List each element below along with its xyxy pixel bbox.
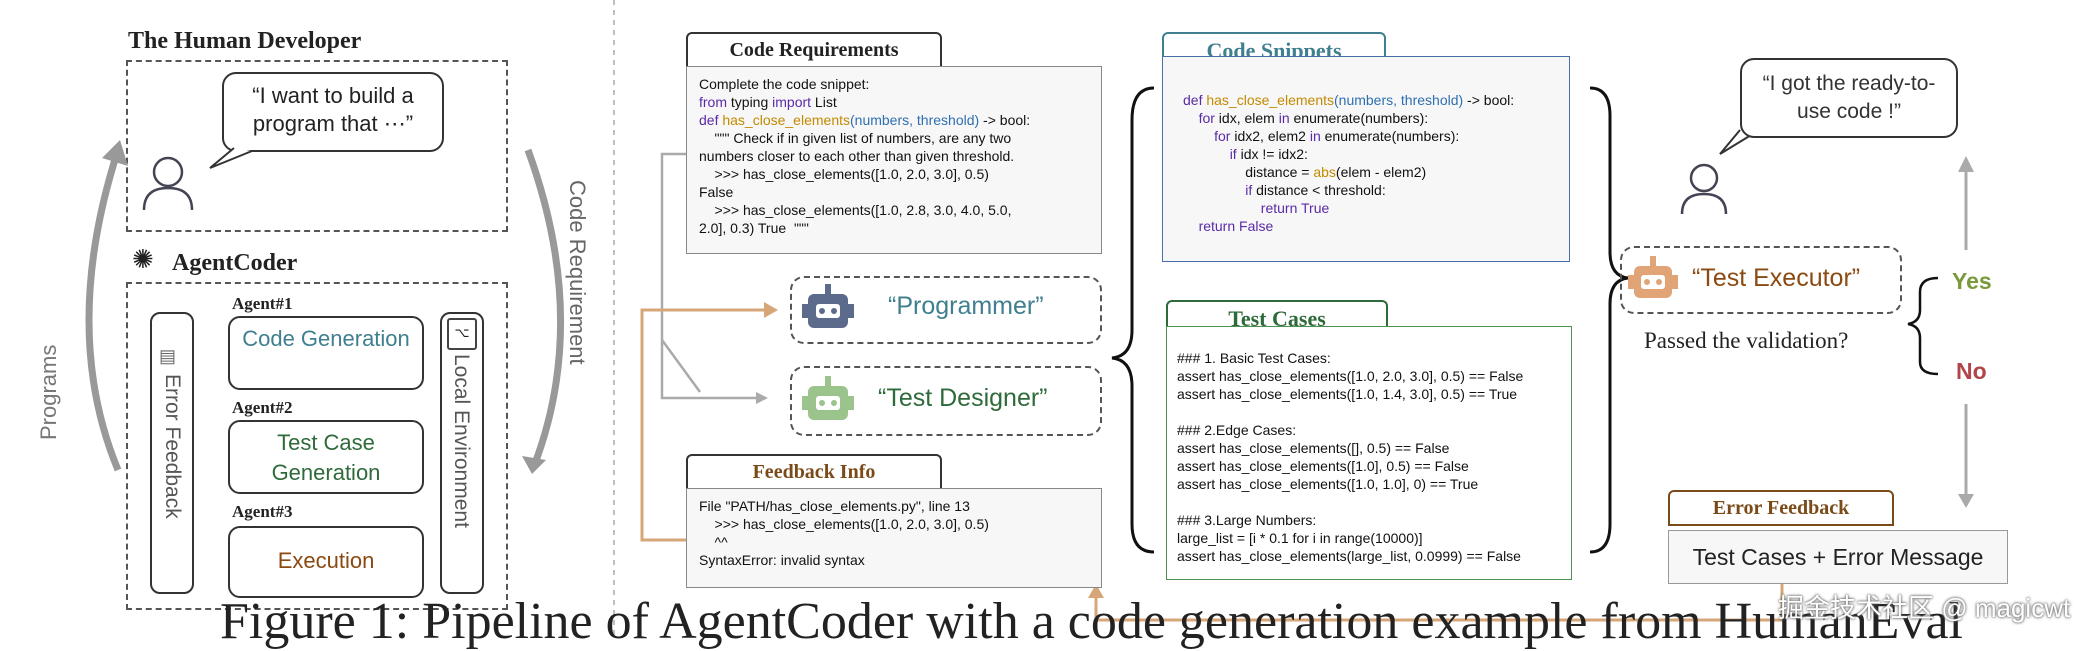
code-line: numbers closer to each other than given … <box>699 148 1015 164</box>
human-speech-bubble: “I want to build a program that ⋯” <box>222 72 444 152</box>
test-line: large_list = [i * 0.1 for i in range(100… <box>1177 530 1423 546</box>
agent-3-tag: Agent#3 <box>232 502 293 521</box>
test-line: assert has_close_elements([1.0, 1.0], 0)… <box>1177 476 1479 492</box>
test-designer-box <box>790 366 1102 436</box>
code-snippets-panel: def has_close_elements(numbers, threshol… <box>1162 56 1570 262</box>
code-line: def has_close_elements(numbers, threshol… <box>1183 92 1515 108</box>
test-executor-label: “Test Executor” <box>1692 264 1861 292</box>
agentcoder-title: AgentCoder <box>172 250 298 276</box>
agent-1-code-generation: Code Generation <box>228 316 424 390</box>
code-requirements-text: Complete the code snippet: from typing im… <box>699 75 1089 237</box>
code-line: if distance < threshold: <box>1245 182 1386 198</box>
code-snippets-text: def has_close_elements(numbers, threshol… <box>1183 91 1549 235</box>
feedback-line: ^^ <box>699 534 728 550</box>
code-line: for idx, elem in enumerate(numbers): <box>1198 110 1429 126</box>
test-line <box>1177 403 1561 421</box>
middle-brace <box>1111 86 1155 554</box>
test-designer-robot-icon <box>802 376 854 420</box>
feedback-line: >>> has_close_elements([1.0, 2.0, 3.0], … <box>699 516 989 532</box>
terminal-icon: ⌥ <box>447 318 477 350</box>
agent-3-execution: Execution <box>228 526 424 598</box>
ready-code-bubble: “I got the ready-to-use code !” <box>1740 58 1958 138</box>
error-feedback-label: Error Feedback <box>161 374 184 519</box>
human-developer-box <box>126 60 508 232</box>
yes-label: Yes <box>1952 268 1992 294</box>
test-line: ### 2.Edge Cases: <box>1177 422 1297 438</box>
agent-2-tag: Agent#2 <box>232 398 293 417</box>
test-executor-box <box>1620 246 1902 314</box>
programmer-label: “Programmer” <box>888 292 1044 320</box>
passed-validation-question: Passed the validation? <box>1644 328 1849 353</box>
code-line: if idx != idx2: <box>1229 146 1308 162</box>
programs-arrow <box>85 148 122 472</box>
programs-arrowhead <box>102 140 128 166</box>
yes-no-brace <box>1907 276 1939 376</box>
code-line: def has_close_elements(numbers, threshol… <box>699 112 1031 128</box>
human-developer-icon <box>142 156 194 211</box>
req-to-agents-line <box>660 152 760 400</box>
code-line: distance = abs(elem - elem2) <box>1183 164 1427 180</box>
feedback-to-programmer-line <box>640 308 770 542</box>
error-feedback-pill <box>150 312 194 594</box>
bubble-tail <box>209 147 253 169</box>
code-line: return True <box>1260 200 1330 216</box>
test-line: assert has_close_elements([], 0.5) == Fa… <box>1177 440 1450 456</box>
test-line: assert has_close_elements([1.0], 0.5) ==… <box>1177 458 1469 474</box>
error-to-feedback-line <box>1094 584 1784 622</box>
test-line: assert has_close_elements(large_list, 0.… <box>1177 548 1521 564</box>
code-line: from typing import List <box>699 94 837 110</box>
code-line: return False <box>1198 218 1274 234</box>
programmer-box <box>790 276 1102 344</box>
feedback-line: File "PATH/has_close_elements.py", line … <box>699 498 970 514</box>
error-feedback-title: Error Feedback <box>1668 490 1894 526</box>
figure-caption: Figure 1: Pipeline of AgentCoder with a … <box>220 593 1963 650</box>
code-requirements-title: Code Requirements <box>686 32 942 68</box>
human-developer-title: The Human Developer <box>128 28 362 54</box>
ready-user-icon <box>1680 163 1728 215</box>
right-brace <box>1589 86 1629 554</box>
test-cases-panel: ### 1. Basic Test Cases: assert has_clos… <box>1166 326 1572 580</box>
local-environment-label: Local Environment <box>450 354 473 528</box>
programmer-robot-icon <box>802 284 854 328</box>
error-feedback-content: Test Cases + Error Message <box>1668 530 2008 584</box>
test-line: ### 1. Basic Test Cases: <box>1177 350 1331 366</box>
test-line <box>1177 493 1561 511</box>
feedback-info-title: Feedback Info <box>686 454 942 490</box>
code-requirements-panel: Complete the code snippet: from typing im… <box>686 66 1102 254</box>
code-requirement-arrow <box>524 148 565 468</box>
code-line: False <box>699 184 734 200</box>
test-executor-robot-icon <box>1628 256 1678 298</box>
watermark: 掘金技术社区 @ magicwt <box>1778 593 2071 623</box>
code-requirement-arrowhead <box>522 456 546 474</box>
error-feedback-icon: ▤ <box>159 346 177 366</box>
code-line: >>> has_close_elements([1.0, 2.8, 3.0, 4… <box>699 202 1012 218</box>
test-designer-label: “Test Designer” <box>878 384 1048 412</box>
agent-2-test-case-generation: Test Case Generation <box>228 420 424 494</box>
agent-1-tag: Agent#1 <box>232 294 293 313</box>
local-environment-pill <box>440 312 484 594</box>
agentcoder-box <box>126 282 508 610</box>
code-line: >>> has_close_elements([1.0, 2.0, 3.0], … <box>699 166 989 182</box>
feedback-line: SyntaxError: invalid syntax <box>699 552 865 568</box>
code-requirement-label: Code Requirement <box>565 180 590 365</box>
openai-logo-icon: ✺ <box>132 244 154 274</box>
code-line: 2.0], 0.3) True """ <box>699 220 809 236</box>
test-line: ### 3.Large Numbers: <box>1177 512 1317 528</box>
no-label: No <box>1956 358 1987 384</box>
test-line: assert has_close_elements([1.0, 2.0, 3.0… <box>1177 368 1524 384</box>
code-line: for idx2, elem2 in enumerate(numbers): <box>1214 128 1460 144</box>
test-line: assert has_close_elements([1.0, 1.4, 3.0… <box>1177 386 1518 402</box>
feedback-info-panel: File "PATH/has_close_elements.py", line … <box>686 488 1102 588</box>
code-line: """ Check if in given list of numbers, a… <box>699 130 1012 146</box>
code-line: Complete the code snippet: <box>699 76 870 92</box>
